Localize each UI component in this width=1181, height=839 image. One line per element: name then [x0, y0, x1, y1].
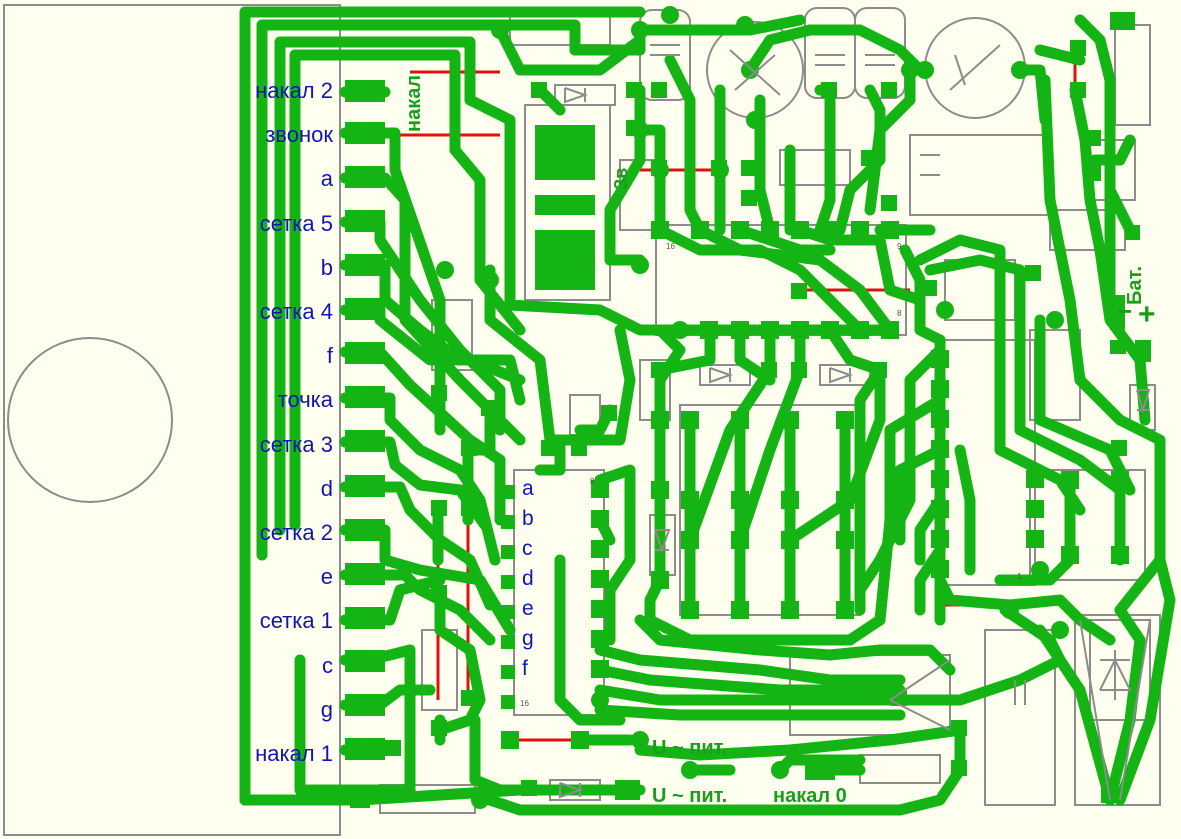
- pin-label: b: [320, 254, 333, 280]
- square-pads: [385, 40, 1129, 803]
- pin-label: g: [320, 696, 333, 722]
- pin-label: сетка 1: [259, 608, 333, 634]
- pin-label: накал 2: [255, 78, 333, 103]
- pin-label: f: [326, 343, 333, 369]
- ic-pin-label: e: [522, 597, 534, 620]
- pin-label: накал 1: [255, 741, 333, 766]
- pin-label: a: [320, 166, 333, 192]
- pin-label: e: [320, 564, 333, 590]
- label-plus: +: [1138, 298, 1156, 331]
- ic-pin-label: c: [522, 537, 533, 560]
- mount-hole: [7, 337, 173, 503]
- ic-pin-1: 1: [1017, 572, 1022, 581]
- pin-label: сетка 2: [259, 520, 333, 545]
- ic-pin-label: d: [522, 567, 534, 590]
- ic-pin-8a: 8: [897, 309, 902, 318]
- ic-pin-label: a: [522, 477, 534, 500]
- label-zv: Зв: [611, 167, 631, 190]
- label-u-pit-2: U ~ пит.: [652, 785, 728, 807]
- ic-pin-label: b: [522, 507, 534, 530]
- label-minus: −: [1117, 296, 1133, 326]
- pin-label: сетка 4: [259, 299, 333, 324]
- pin-label: c: [322, 652, 333, 678]
- pin-label: сетка 5: [259, 210, 333, 236]
- ic-pin-16b: 16: [520, 699, 529, 708]
- label-nakal-0: накал 0: [773, 785, 847, 807]
- ic-pin-label: f: [522, 657, 528, 680]
- pin-label: d: [320, 475, 333, 501]
- ic-pin-8b: 8: [590, 477, 595, 486]
- component-symbols: [559, 44, 1151, 801]
- ic-pin-16a: 16: [666, 242, 675, 251]
- ic-pin-label: g: [522, 627, 534, 650]
- pin-label: точка: [277, 387, 333, 413]
- pin-label: звонок: [265, 122, 333, 148]
- pin-label: сетка 3: [259, 431, 333, 457]
- ic-pin-9a: 9: [897, 242, 902, 251]
- pads: [345, 12, 1151, 808]
- display-outline: [3, 4, 341, 836]
- round-pads: [436, 6, 1069, 809]
- label-u-pit-1: U ~ пит.: [652, 737, 728, 759]
- label-nakal: накал: [403, 74, 425, 132]
